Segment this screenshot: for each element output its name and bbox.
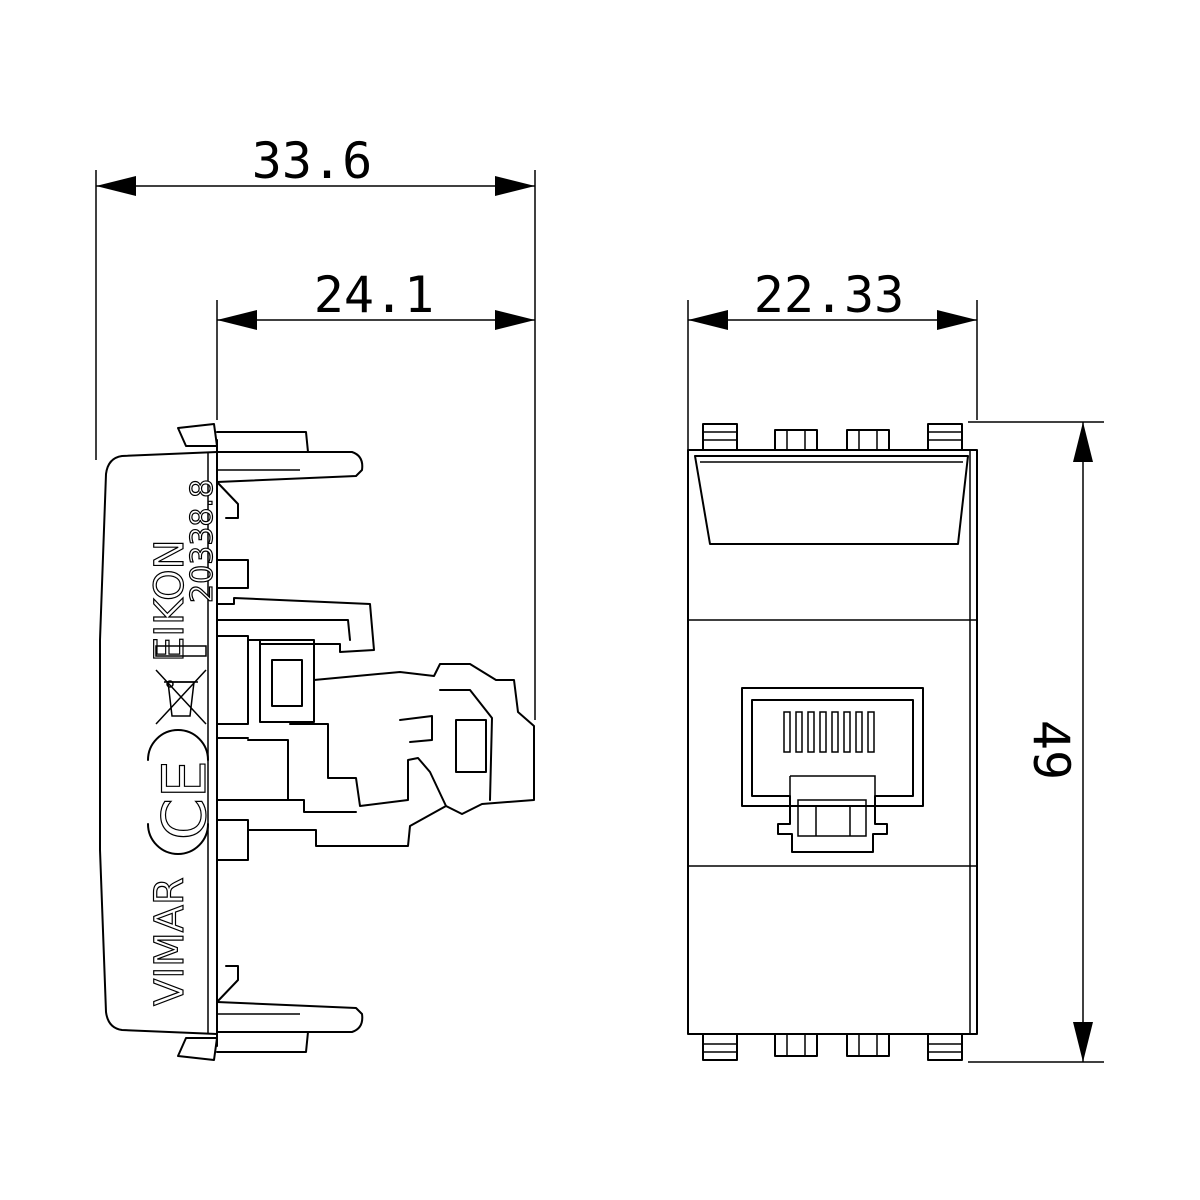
rj45-socket <box>741 687 924 853</box>
dimension-width: 22.33 <box>687 266 978 450</box>
dimension-body-depth-label: 24.1 <box>314 266 434 324</box>
front-label-window <box>694 455 969 545</box>
side-bottom-clip <box>177 1031 309 1061</box>
side-cover-plate <box>99 451 218 1035</box>
rj45-contacts <box>783 711 875 753</box>
front-top-clips <box>702 423 963 451</box>
side-top-clip <box>177 423 309 453</box>
series-marking: EIKON <box>147 539 193 662</box>
dimension-body-depth: 24.1 <box>216 266 535 420</box>
side-view <box>99 423 535 1061</box>
brand-marking: VIMAR <box>147 877 193 1006</box>
ce-marking: CE <box>150 760 220 840</box>
front-body <box>687 449 978 1035</box>
side-connector-profile <box>289 663 535 815</box>
dimension-height: 49 <box>968 421 1104 1063</box>
side-markings: VIMAR CE EIKON 20338.8 <box>146 478 220 1006</box>
dimension-width-label: 22.33 <box>754 266 905 324</box>
dimension-overall-depth-label: 33.6 <box>252 132 372 190</box>
front-bottom-clips <box>702 1033 963 1061</box>
front-view <box>687 423 978 1061</box>
weee-bin-icon <box>155 669 207 725</box>
code-marking: 20338.8 <box>185 479 220 603</box>
dimension-overall-depth: 33.6 <box>95 132 536 720</box>
dimension-height-label: 49 <box>1022 720 1080 780</box>
